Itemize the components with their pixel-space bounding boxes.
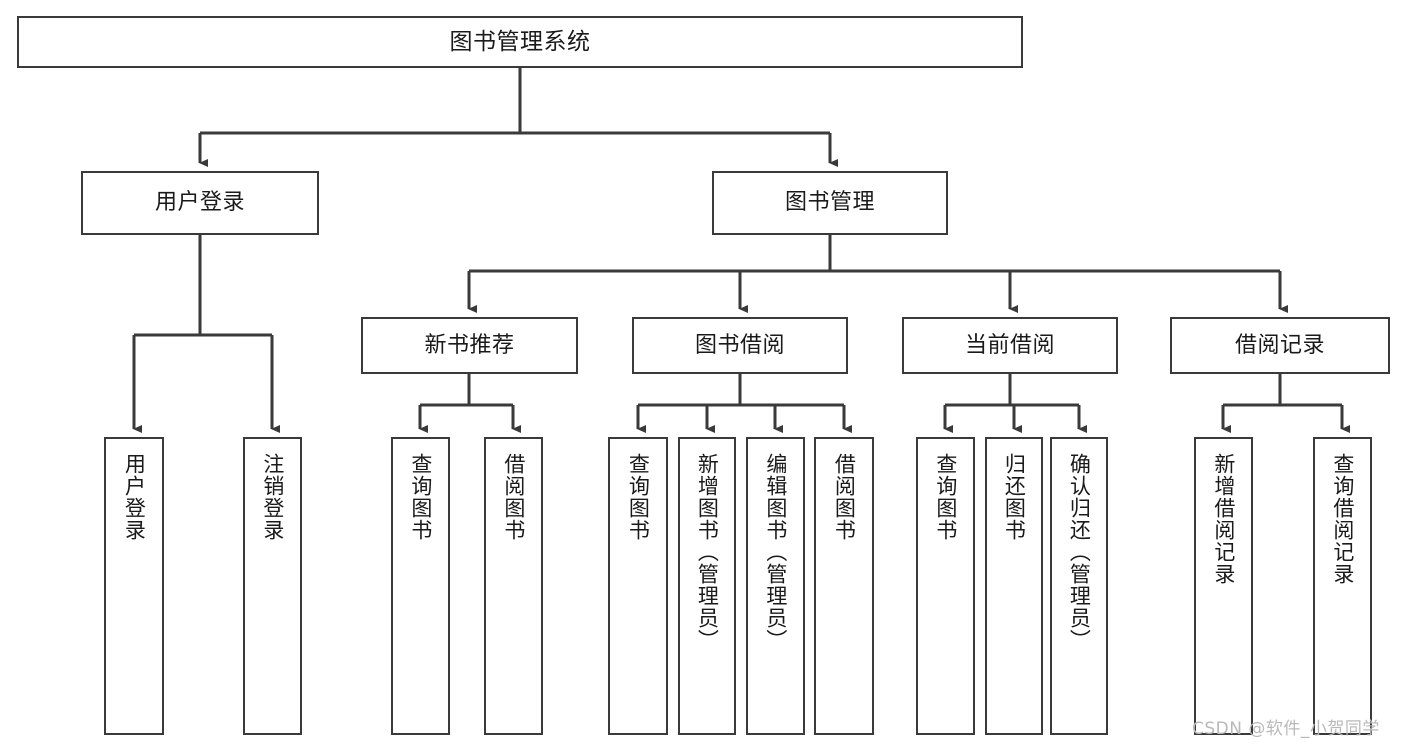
node-leaf-confirm-return-admin-label: 确认归还（管理员） <box>1067 453 1092 651</box>
node-current-borrow[interactable]: 当前借阅 <box>902 317 1118 374</box>
node-root-label: 图书管理系统 <box>449 28 591 55</box>
node-leaf-return-book[interactable]: 归还图书 <box>985 437 1043 735</box>
node-leaf-return-book-label: 归还图书 <box>1002 453 1027 541</box>
node-leaf-borrow-book-label: 借阅图书 <box>832 453 857 541</box>
node-leaf-edit-book-admin-label: 编辑图书（管理员） <box>763 453 788 651</box>
node-leaf-user-login[interactable]: 用户登录 <box>104 437 164 735</box>
node-root[interactable]: 图书管理系统 <box>17 16 1023 68</box>
node-leaf-edit-book-admin[interactable]: 编辑图书（管理员） <box>746 437 805 735</box>
node-new-book-recommend-label: 新书推荐 <box>424 332 515 358</box>
node-borrow-record-label: 借阅记录 <box>1234 332 1325 358</box>
node-book-manage[interactable]: 图书管理 <box>712 171 948 235</box>
node-leaf-borrow-book-rec[interactable]: 借阅图书 <box>484 437 543 735</box>
node-user-login-label: 用户登录 <box>154 190 245 216</box>
node-leaf-user-logout[interactable]: 注销登录 <box>243 437 302 735</box>
node-book-borrow-label: 图书借阅 <box>694 332 785 358</box>
node-leaf-query-borrow-record[interactable]: 查询借阅记录 <box>1313 437 1372 735</box>
node-leaf-borrow-book-rec-label: 借阅图书 <box>501 453 526 541</box>
node-leaf-add-borrow-record[interactable]: 新增借阅记录 <box>1194 437 1253 735</box>
node-leaf-add-borrow-record-label: 新增借阅记录 <box>1211 453 1236 585</box>
csdn-watermark: CSDN @软件_小贺同学 <box>1192 719 1380 739</box>
node-leaf-confirm-return-admin[interactable]: 确认归还（管理员） <box>1050 437 1108 735</box>
node-leaf-query-book-borrow[interactable]: 查询图书 <box>608 437 668 735</box>
node-current-borrow-label: 当前借阅 <box>964 332 1055 358</box>
node-book-borrow[interactable]: 图书借阅 <box>632 317 848 374</box>
node-leaf-borrow-book[interactable]: 借阅图书 <box>814 437 874 735</box>
node-leaf-query-book-current[interactable]: 查询图书 <box>916 437 975 735</box>
node-leaf-query-book-rec-label: 查询图书 <box>408 453 433 541</box>
node-leaf-query-book-rec[interactable]: 查询图书 <box>391 437 450 735</box>
node-leaf-add-book-admin[interactable]: 新增图书（管理员） <box>678 437 736 735</box>
node-user-login[interactable]: 用户登录 <box>81 171 319 235</box>
node-book-manage-label: 图书管理 <box>784 190 875 216</box>
node-leaf-query-book-borrow-label: 查询图书 <box>626 453 651 541</box>
node-leaf-user-logout-label: 注销登录 <box>260 453 285 541</box>
node-new-book-recommend[interactable]: 新书推荐 <box>361 317 578 374</box>
node-leaf-query-borrow-record-label: 查询借阅记录 <box>1330 453 1355 585</box>
node-leaf-add-book-admin-label: 新增图书（管理员） <box>695 453 720 651</box>
node-leaf-query-book-current-label: 查询图书 <box>933 453 958 541</box>
node-borrow-record[interactable]: 借阅记录 <box>1170 317 1390 374</box>
node-leaf-user-login-label: 用户登录 <box>122 453 147 541</box>
